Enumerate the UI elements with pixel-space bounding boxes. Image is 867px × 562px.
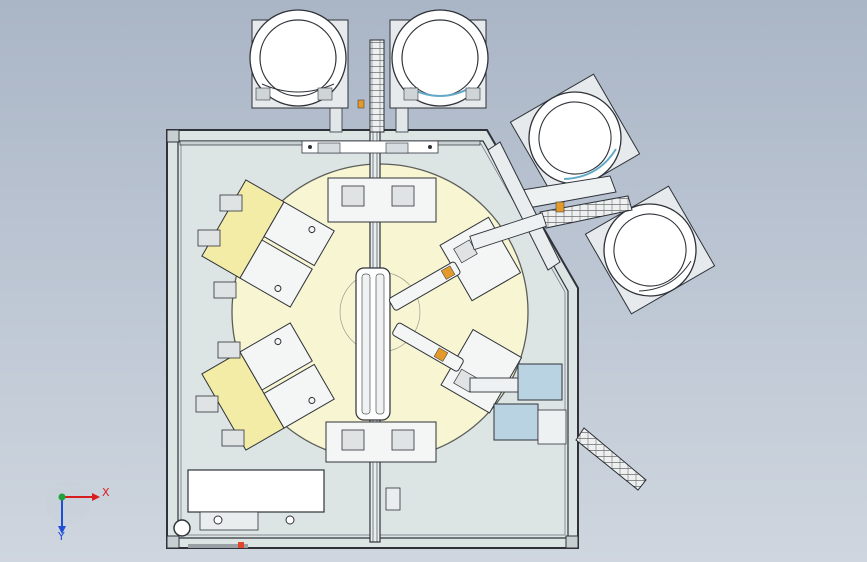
- lower-right-cable-chain: [575, 427, 647, 491]
- axis-triad: [46, 481, 100, 534]
- top-right-feeder-bowl: [389, 9, 489, 133]
- right-upper-pusher: [469, 212, 548, 251]
- corner-post: [166, 129, 180, 143]
- center-cylinder: [355, 267, 391, 421]
- top-cable-chain: [369, 39, 385, 133]
- right-upper-feeder-bowl: [509, 73, 641, 203]
- top-left-feeder-bowl: [249, 9, 349, 133]
- left-lower-clamps: [195, 341, 245, 447]
- bottom-turntable-fixture: [325, 421, 437, 511]
- center-actuator-upper: [388, 261, 461, 311]
- center-actuator-lower: [392, 322, 464, 372]
- top-turntable-fixture: [327, 177, 437, 223]
- right-feed-track: [487, 141, 633, 271]
- left-lower-station: [201, 322, 335, 451]
- top-cross-rail: [179, 140, 481, 154]
- view-orientation-triad[interactable]: [50, 486, 100, 536]
- z-axis-dot: [58, 493, 66, 501]
- corner-foot: [173, 519, 191, 537]
- left-upper-clamps: [197, 194, 243, 299]
- corner-post: [565, 535, 579, 549]
- x-axis-label: X: [102, 486, 110, 499]
- left-upper-station: [201, 179, 335, 308]
- right-lower-pick-unit: [469, 363, 567, 445]
- corner-post: [166, 535, 180, 549]
- control-box: [187, 469, 325, 531]
- y-axis-label: Y: [58, 530, 65, 543]
- right-lower-feeder-bowl: [584, 185, 716, 315]
- x-axis-arrowhead: [92, 493, 100, 501]
- bottom-connectors: [188, 542, 248, 548]
- top-orange-sensor: [357, 99, 365, 109]
- y-axis-arrowhead: [58, 526, 66, 534]
- triad-origin-disc: [46, 481, 90, 525]
